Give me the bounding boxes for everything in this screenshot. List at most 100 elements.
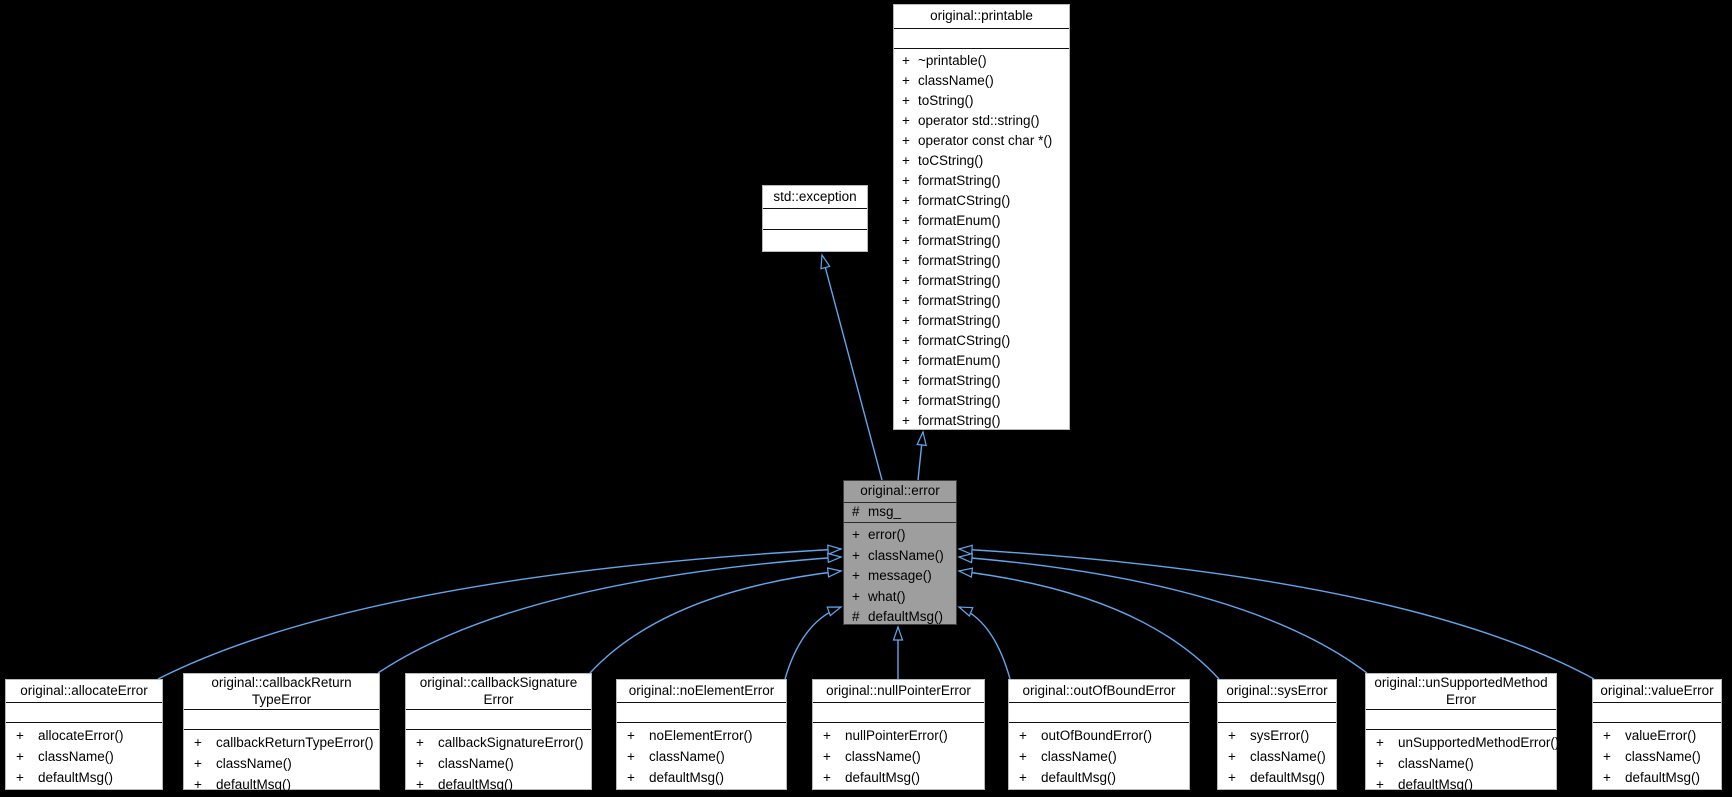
member-name: className() (649, 749, 725, 764)
class-node-null-pointer-error[interactable]: original::nullPointerError +nullPointerE… (812, 679, 985, 790)
class-method: +formatString() (902, 411, 1065, 431)
class-node-un-supported-method-error[interactable]: original::unSupportedMethod Error +unSup… (1365, 673, 1559, 792)
visibility-symbol: + (1603, 749, 1611, 764)
member-name: defaultMsg() (1041, 770, 1117, 785)
class-node-callback-signature-error[interactable]: original::callbackSignature Error +callb… (405, 673, 592, 792)
visibility-symbol: + (1228, 749, 1236, 764)
class-method: #defaultMsg() (852, 607, 952, 628)
member-name: toString() (918, 93, 974, 108)
visibility-symbol: + (902, 413, 910, 428)
member-name: defaultMsg() (1625, 770, 1701, 785)
inheritance-arrow-callback-return-type-error-to-error (377, 552, 843, 674)
class-method: +callbackSignatureError() (416, 732, 587, 753)
inheritance-arrow-un-supported-method-error-to-error (957, 552, 1368, 674)
class-methods: +sysError()+className()+defaultMsg() (1218, 722, 1336, 790)
member-name: error() (868, 527, 906, 542)
member-name: formatString() (918, 273, 1001, 288)
class-attributes: #msg_ (844, 502, 956, 522)
class-node-sys-error[interactable]: original::sysError +sysError()+className… (1217, 679, 1337, 790)
member-name: defaultMsg() (216, 777, 292, 792)
inheritance-arrow-out-of-bound-error-to-error (957, 606, 1011, 680)
member-name: className() (38, 749, 114, 764)
class-attributes (1009, 702, 1189, 722)
member-name: formatString() (918, 293, 1001, 308)
class-attributes (763, 208, 867, 229)
class-method: +toCString() (902, 151, 1065, 171)
member-name: message() (868, 568, 932, 583)
class-node-value-error[interactable]: original::valueError +valueError()+class… (1592, 679, 1722, 790)
class-node-callback-return-type-error[interactable]: original::callbackReturn TypeError +call… (183, 673, 380, 792)
class-methods: +callbackReturnTypeError()+ className() +d… (184, 729, 379, 797)
class-node-printable[interactable]: original::printable +~printable()+classN… (893, 4, 1070, 430)
class-node-allocate-error[interactable]: original::allocateError +allocateError()… (5, 679, 163, 790)
class-attribute: #msg_ (852, 502, 952, 523)
member-name: formatCString() (918, 333, 1011, 348)
visibility-symbol: + (16, 770, 24, 785)
member-name: toCString() (918, 153, 984, 168)
visibility-symbol: + (852, 568, 860, 583)
class-methods: +valueError() + className() +defaultMsg() (1593, 722, 1721, 790)
class-method: +unSupportedMethodError() (1376, 732, 1559, 753)
class-title: original::callbackReturn TypeError (211, 675, 352, 707)
class-node-out-of-bound-error[interactable]: original::outOfBoundError +outOfBoundErr… (1008, 679, 1190, 790)
member-name: formatString() (918, 173, 1001, 188)
member-name: defaultMsg() (438, 777, 514, 792)
visibility-symbol: + (902, 333, 910, 348)
visibility-symbol: + (1019, 728, 1027, 743)
member-name: className() (868, 547, 944, 563)
inheritance-arrow-no-element-error-to-error (784, 606, 843, 680)
member-name: callbackSignatureError() (438, 735, 584, 750)
class-method: +valueError() (1603, 725, 1717, 746)
class-node-no-element-error[interactable]: original::noElementError +noElementError… (616, 679, 787, 790)
visibility-symbol: + (902, 93, 910, 108)
member-name: defaultMsg() (1250, 770, 1326, 785)
class-method: + message() (852, 566, 952, 587)
visibility-symbol: + (902, 253, 910, 268)
class-method: + toString() (902, 91, 1065, 111)
class-title: original::nullPointerError (826, 682, 971, 698)
class-method: +defaultMsg() (194, 774, 375, 795)
member-name: unSupportedMethodError() (1398, 735, 1560, 750)
member-name: className() (1250, 749, 1326, 764)
class-method: +callbackReturnTypeError() (194, 732, 375, 753)
class-methods: +noElementError()+className()+defaultMsg… (617, 722, 786, 790)
member-name: what() (868, 588, 906, 604)
member-name: className() (1398, 756, 1474, 771)
member-name: className() (438, 756, 514, 771)
member-name: className() (1625, 749, 1701, 764)
class-attributes (894, 28, 1069, 48)
class-title: original::unSupportedMethod Error (1374, 675, 1548, 707)
member-name: formatString() (918, 313, 1001, 328)
visibility-symbol: + (902, 393, 910, 408)
class-method: + operator std::string() (902, 111, 1065, 131)
class-method: +~printable() (902, 51, 1065, 71)
inheritance-arrow-error-to-std-exception (820, 253, 883, 481)
class-method: +className() (852, 546, 952, 567)
class-method: +formatString() (902, 171, 1065, 191)
class-attributes (184, 709, 379, 729)
visibility-symbol: + (627, 749, 635, 764)
class-method: +defaultMsg() (16, 767, 158, 788)
member-name: className() (1041, 749, 1117, 764)
class-method: + error() (852, 525, 952, 546)
class-method: +defaultMsg() (1603, 767, 1717, 788)
class-method: + className() (627, 746, 782, 767)
visibility-symbol: + (902, 53, 910, 68)
member-name: className() (216, 756, 292, 771)
member-name: formatString() (918, 233, 1001, 248)
member-name: operator std::string() (918, 113, 1040, 128)
visibility-symbol: + (902, 113, 910, 128)
class-node-std-exception[interactable]: std::exception (762, 185, 868, 252)
member-name: valueError() (1625, 728, 1697, 743)
visibility-symbol: + (852, 527, 860, 542)
class-node-error[interactable]: original::error #msg_ +error()+className… (843, 480, 957, 625)
class-attributes (1593, 702, 1721, 722)
class-method: + className() (1228, 746, 1332, 767)
visibility-symbol: + (902, 353, 910, 368)
class-method: +defaultMsg() (823, 767, 980, 788)
class-method: +className() (823, 746, 980, 767)
visibility-symbol: + (194, 735, 202, 750)
member-name: formatEnum() (918, 353, 1001, 368)
visibility-symbol: + (902, 233, 910, 248)
